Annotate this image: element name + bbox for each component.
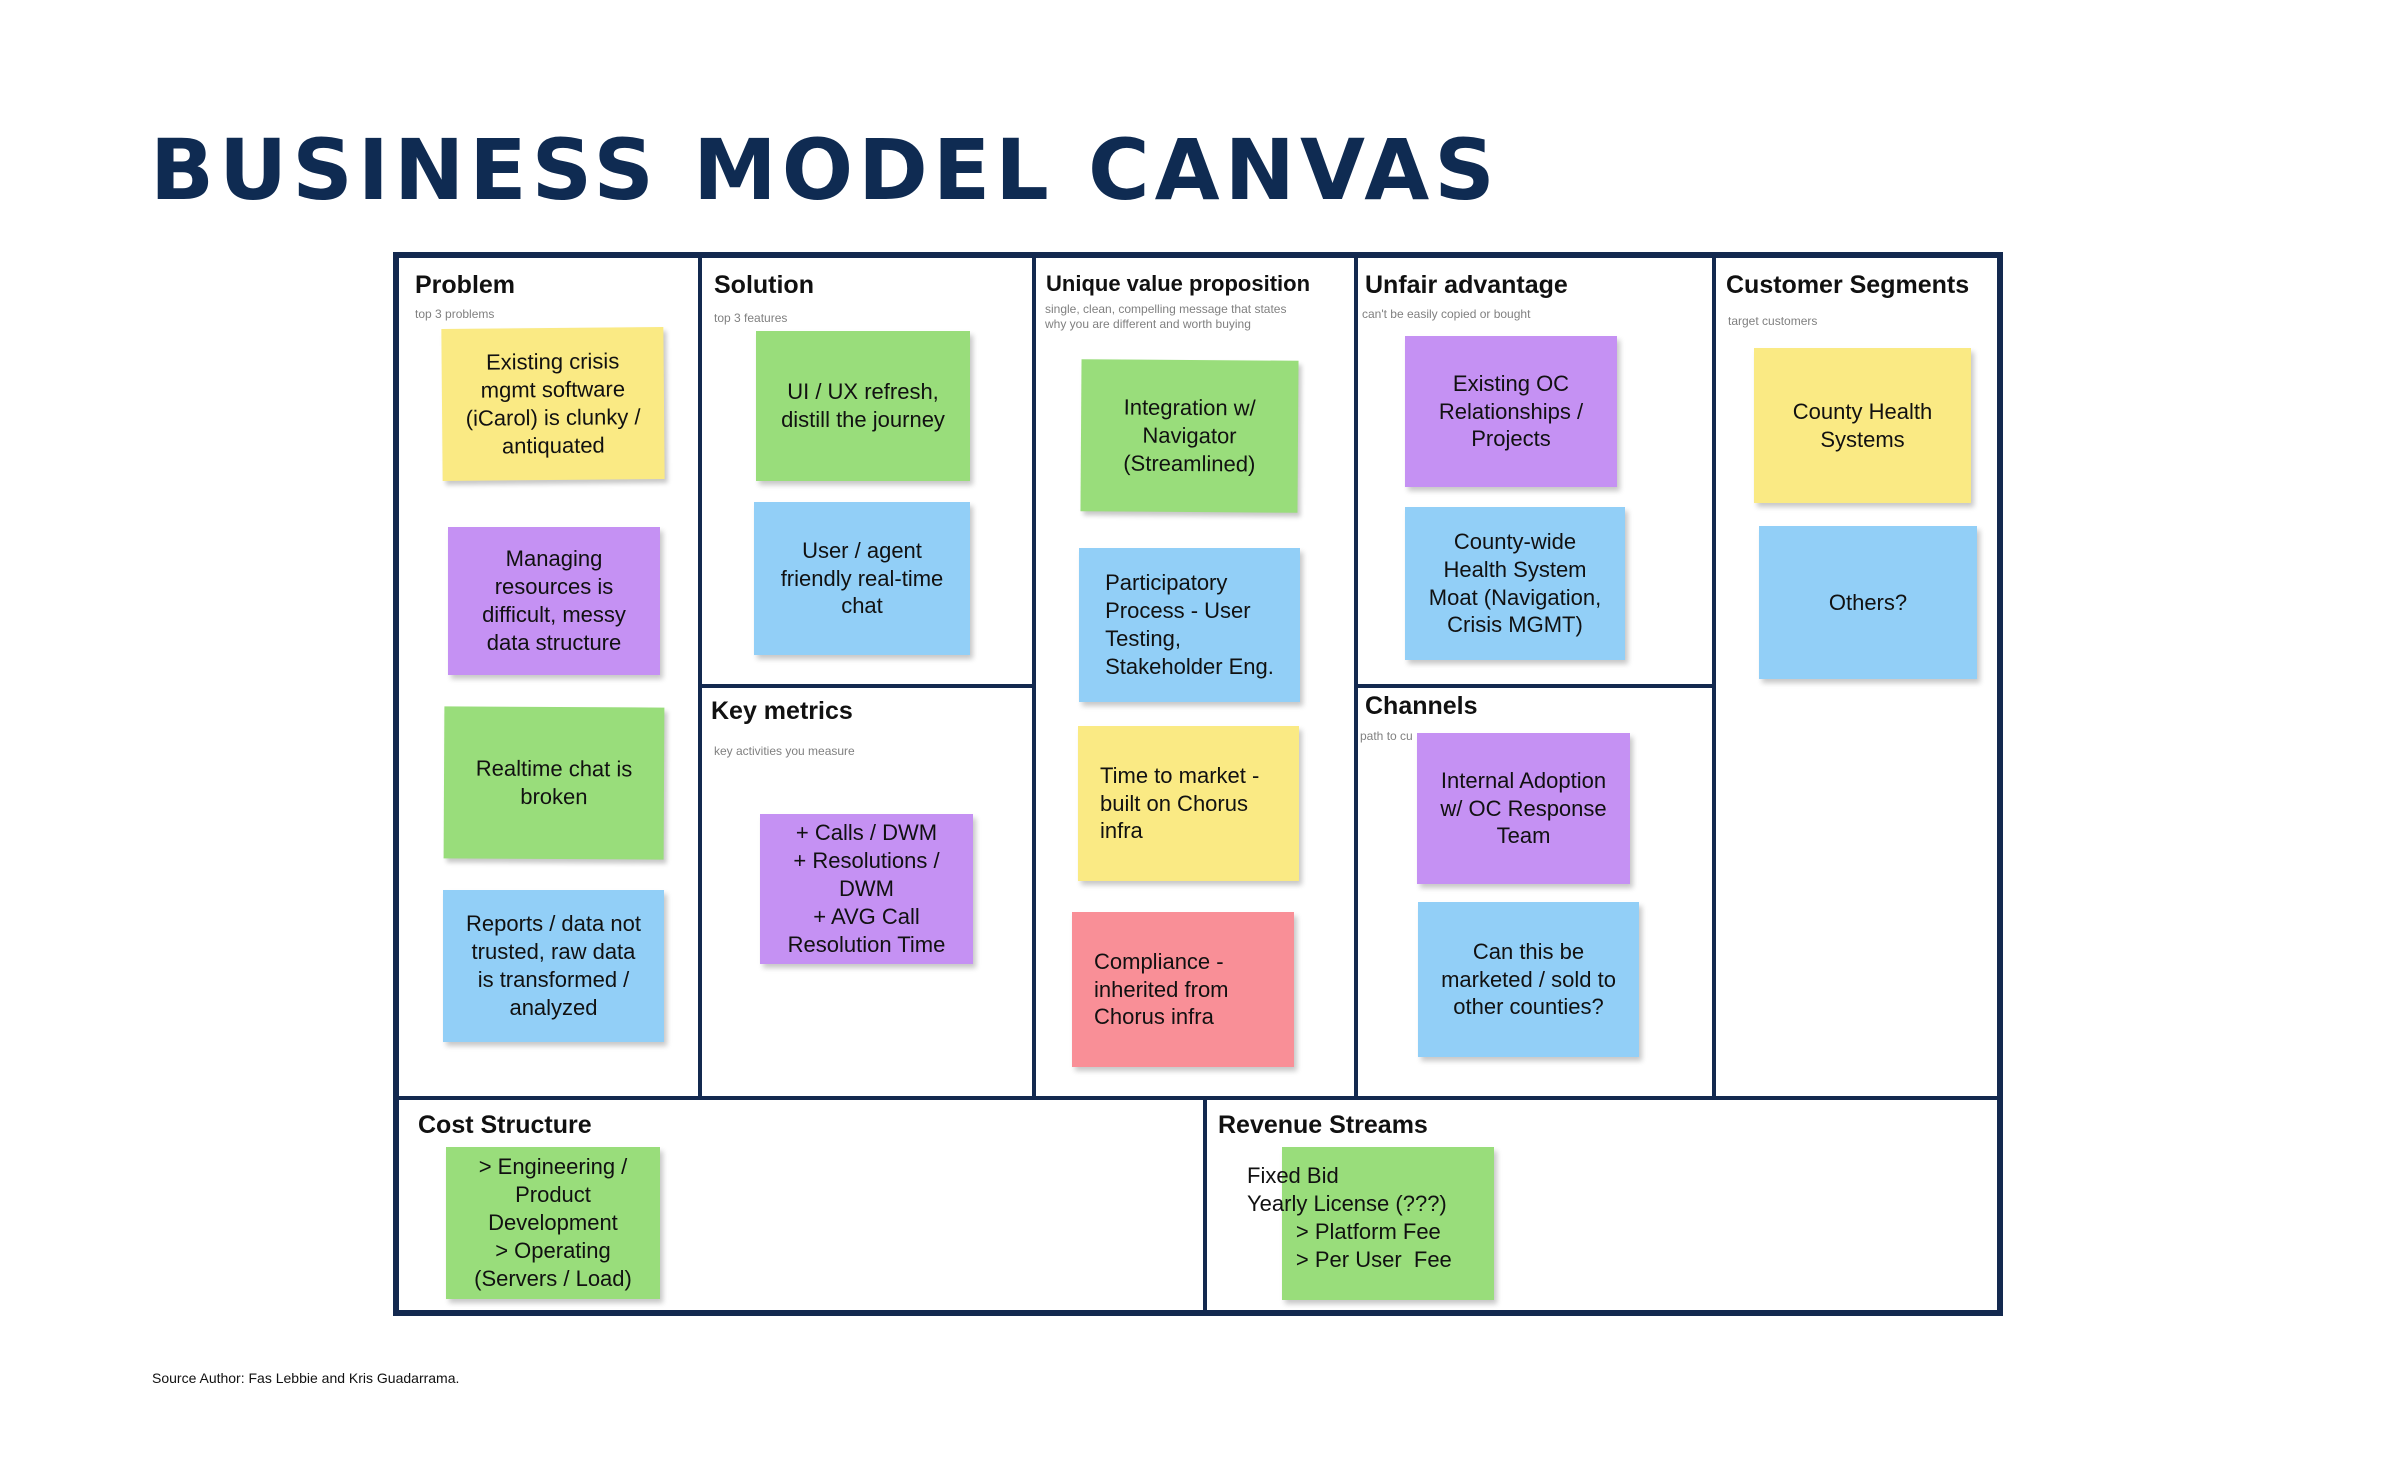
problem-note-4[interactable]: Reports / data not trusted, raw data is … — [443, 890, 664, 1042]
solution-subtitle: top 3 features — [714, 311, 788, 325]
problem-note-3[interactable]: Realtime chat is broken — [443, 706, 665, 860]
divider-solution-uvp — [1032, 258, 1036, 1098]
cost-note-1[interactable]: > Engineering / Product Development > Op… — [446, 1147, 660, 1299]
channels-note-2[interactable]: Can this be marketed / sold to other cou… — [1418, 902, 1639, 1057]
key-metrics-title: Key metrics — [711, 697, 853, 725]
channels-subtitle: path to cu — [1360, 729, 1413, 743]
divider-problem-solution — [698, 258, 702, 1098]
problem-note-2[interactable]: Managing resources is difficult, messy d… — [448, 527, 660, 675]
uvp-subtitle: single, clean, compelling message that s… — [1045, 302, 1287, 331]
problem-title: Problem — [415, 271, 516, 299]
unfair-advantage-subtitle: can't be easily copied or bought — [1362, 307, 1531, 321]
divider-uvp-advantage — [1354, 258, 1358, 1098]
advantage-note-2[interactable]: County-wide Health System Moat (Navigati… — [1405, 507, 1625, 660]
cost-structure-title: Cost Structure — [418, 1111, 592, 1139]
divider-top-bottom — [399, 1096, 1997, 1100]
solution-note-1[interactable]: UI / UX refresh, distill the journey — [756, 331, 970, 481]
channels-title: Channels — [1365, 692, 1478, 720]
unfair-advantage-title: Unfair advantage — [1365, 271, 1568, 299]
page-title: BUSINESS MODEL CANVAS — [150, 121, 1500, 219]
divider-advantage-segments — [1712, 258, 1716, 1098]
segments-note-1[interactable]: County Health Systems — [1754, 348, 1971, 503]
divider-advantage-channels — [1356, 684, 1714, 688]
revenue-note-text: Fixed Bid Yearly License (???) > Platfor… — [1247, 1163, 1452, 1272]
revenue-note[interactable] — [1282, 1147, 1494, 1300]
uvp-note-2[interactable]: Participatory Process - User Testing, St… — [1079, 548, 1300, 702]
problem-note-1[interactable]: Existing crisis mgmt software (iCarol) i… — [441, 327, 665, 481]
divider-cost-revenue — [1203, 1098, 1207, 1310]
segments-note-2[interactable]: Others? — [1759, 526, 1977, 679]
uvp-title: Unique value proposition — [1046, 271, 1311, 296]
revenue-streams-title: Revenue Streams — [1218, 1111, 1428, 1139]
customer-segments-title: Customer Segments — [1726, 271, 1970, 299]
solution-note-2[interactable]: User / agent friendly real-time chat — [754, 502, 970, 655]
uvp-note-1[interactable]: Integration w/ Navigator (Streamlined) — [1080, 359, 1299, 513]
uvp-note-3[interactable]: Time to market - built on Chorus infra — [1078, 726, 1299, 881]
solution-title: Solution — [714, 271, 814, 299]
channels-note-1[interactable]: Internal Adoption w/ OC Response Team — [1417, 733, 1630, 884]
problem-subtitle: top 3 problems — [415, 307, 495, 321]
divider-solution-metrics — [700, 684, 1034, 688]
source-credit: Source Author: Fas Lebbie and Kris Guada… — [152, 1370, 460, 1386]
uvp-note-4[interactable]: Compliance - inherited from Chorus infra — [1072, 912, 1294, 1067]
key-metrics-subtitle: key activities you measure — [714, 744, 855, 758]
advantage-note-1[interactable]: Existing OC Relationships / Projects — [1405, 336, 1617, 487]
customer-segments-subtitle: target customers — [1728, 314, 1818, 328]
key-metrics-note-1[interactable]: + Calls / DWM + Resolutions / DWM + AVG … — [760, 814, 973, 964]
